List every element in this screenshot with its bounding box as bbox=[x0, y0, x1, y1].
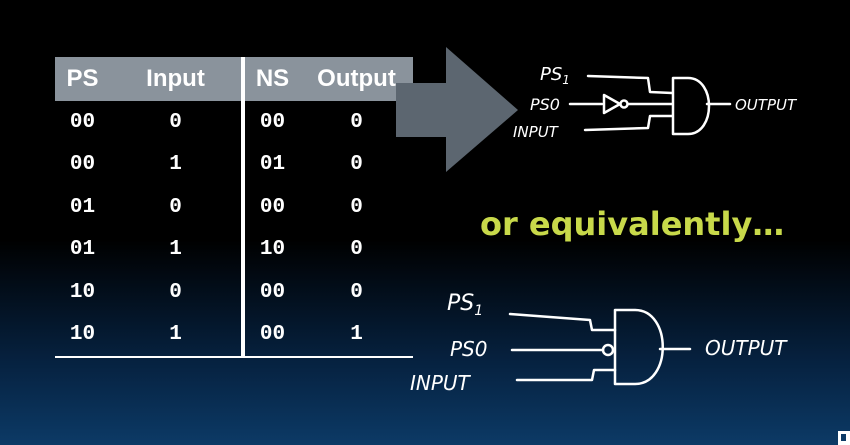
ps0-label: PS0 bbox=[530, 95, 560, 114]
cell-output: 0 bbox=[350, 153, 363, 177]
cell-ps: 01 bbox=[69, 238, 96, 262]
truth-table: PS Input NS Output 00 0 00 0 00 1 01 0 0… bbox=[55, 57, 413, 358]
not-gate-icon bbox=[602, 93, 629, 115]
cell-ps: 10 bbox=[55, 313, 110, 358]
svg-text:PS1: PS1 bbox=[447, 291, 483, 319]
cell-ns: 00 bbox=[241, 186, 300, 229]
table-row: 01 1 10 0 bbox=[55, 228, 413, 271]
table-row: 10 0 00 0 bbox=[55, 271, 413, 314]
header-input: Input bbox=[110, 57, 243, 101]
cell-ps: 10 bbox=[69, 280, 96, 304]
table-row: 10 1 00 1 bbox=[55, 313, 413, 358]
cell-ns: 01 bbox=[241, 143, 300, 186]
header-output: Output bbox=[300, 57, 413, 101]
table-row: 00 0 00 0 bbox=[55, 101, 413, 144]
cell-output: 0 bbox=[350, 110, 363, 134]
cell-ns: 10 bbox=[241, 228, 300, 271]
cell-output: 0 bbox=[350, 280, 363, 304]
output-label: OUTPUT bbox=[705, 336, 788, 360]
right-arrow-icon bbox=[396, 47, 518, 172]
table-row: 01 0 00 0 bbox=[55, 186, 413, 229]
table-row: 00 1 01 0 bbox=[55, 143, 413, 186]
cell-ps: 00 bbox=[69, 153, 96, 177]
inversion-bubble bbox=[601, 343, 615, 357]
cell-input: 0 bbox=[169, 280, 182, 304]
cell-input: 1 bbox=[169, 153, 182, 177]
cell-ps: 01 bbox=[69, 195, 96, 219]
ps0-label: PS0 bbox=[450, 337, 487, 361]
corner-mark bbox=[838, 431, 850, 445]
header-ns: NS bbox=[241, 57, 300, 101]
table-header-row: PS Input NS Output bbox=[55, 57, 413, 101]
cell-input: 0 bbox=[169, 195, 182, 219]
cell-input: 0 bbox=[169, 110, 182, 134]
cell-ns: 00 bbox=[241, 313, 300, 358]
cell-input: 1 bbox=[169, 238, 182, 262]
and-gate-icon bbox=[671, 76, 711, 136]
cell-ns: 00 bbox=[241, 271, 300, 314]
equivalently-caption: or equivalently… bbox=[480, 205, 785, 243]
cell-output: 1 bbox=[300, 313, 413, 358]
svg-text:PS1: PS1 bbox=[540, 64, 570, 87]
cell-ns: 00 bbox=[241, 101, 300, 144]
and-gate-icon bbox=[613, 308, 664, 386]
cell-output: 0 bbox=[350, 238, 363, 262]
input-label: INPUT bbox=[410, 371, 472, 395]
output-label: OUTPUT bbox=[735, 96, 798, 114]
cell-input: 1 bbox=[110, 313, 243, 358]
cell-output: 0 bbox=[350, 195, 363, 219]
cell-ps: 00 bbox=[69, 110, 96, 134]
header-ps: PS bbox=[55, 57, 110, 101]
